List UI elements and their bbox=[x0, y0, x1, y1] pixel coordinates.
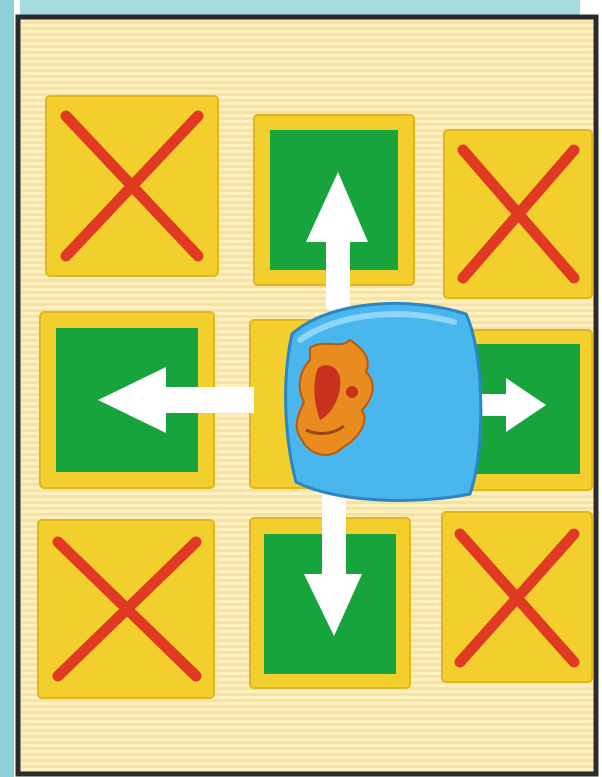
cell-bottom-left bbox=[38, 520, 214, 698]
blue-game-piece bbox=[286, 303, 481, 500]
left-edge-accent bbox=[0, 0, 14, 777]
cell-top-left bbox=[46, 96, 218, 276]
top-edge-accent bbox=[20, 0, 580, 16]
cell-top-right bbox=[444, 130, 592, 298]
cell-bottom-right bbox=[442, 512, 592, 682]
